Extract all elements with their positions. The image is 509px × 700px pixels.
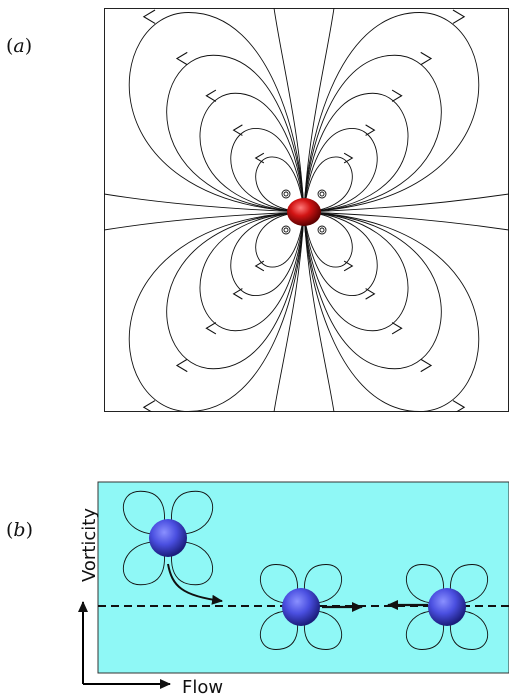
particle-2 bbox=[282, 588, 320, 626]
vortex-swirl bbox=[281, 189, 291, 199]
flow-petal bbox=[171, 490, 213, 535]
streamline-loop bbox=[199, 211, 305, 332]
x-axis-label: Flow bbox=[182, 677, 223, 698]
flow-chevron bbox=[142, 400, 156, 412]
flow-chevron bbox=[205, 89, 217, 102]
vortex-swirl bbox=[319, 227, 325, 233]
flow-chevron bbox=[452, 400, 466, 412]
streamline-loop bbox=[303, 156, 353, 213]
streamline-loop bbox=[166, 54, 305, 213]
channel-background bbox=[97, 481, 509, 674]
flow-chevron bbox=[254, 260, 265, 272]
flow-petal bbox=[304, 564, 342, 604]
flow-chevron bbox=[142, 9, 156, 24]
flow-chevron bbox=[365, 288, 376, 300]
streamline-loop bbox=[230, 127, 305, 213]
flow-petal bbox=[123, 541, 164, 586]
vortex-swirl bbox=[281, 225, 291, 235]
flow-petal bbox=[260, 564, 297, 604]
streamline-diagram bbox=[104, 8, 509, 412]
flow-chevron bbox=[420, 358, 433, 373]
flow-chevron bbox=[343, 152, 354, 164]
flow-chevron bbox=[452, 9, 466, 24]
radial-streamline bbox=[303, 211, 335, 412]
vortex-swirl bbox=[317, 189, 327, 199]
vortex-swirl bbox=[319, 191, 325, 197]
flow-petal bbox=[406, 610, 443, 650]
flow-chevron bbox=[232, 124, 243, 136]
streamline-loop bbox=[303, 211, 378, 297]
streamline-loop bbox=[303, 127, 378, 213]
radial-streamline bbox=[104, 193, 305, 213]
streamline-loop bbox=[255, 211, 305, 268]
streamline-loop bbox=[303, 54, 442, 213]
flow-chevron bbox=[343, 260, 354, 272]
panel-a-label: (a) bbox=[6, 35, 33, 57]
streamline-loop bbox=[255, 156, 305, 213]
radial-streamline bbox=[104, 211, 305, 231]
radial-streamline bbox=[303, 193, 509, 213]
streamline-loop bbox=[303, 211, 480, 412]
streamline-loop bbox=[230, 211, 305, 297]
radial-streamline bbox=[273, 211, 305, 412]
vortex-swirl bbox=[283, 191, 289, 197]
source-particle bbox=[287, 198, 321, 226]
y-axis-label: Vorticity bbox=[79, 508, 100, 582]
flow-chevron bbox=[391, 322, 403, 335]
flow-chevron bbox=[205, 322, 217, 335]
streamline-loop bbox=[303, 211, 409, 332]
flow-chevron bbox=[254, 152, 265, 164]
flow-petal bbox=[406, 564, 443, 604]
streamline-loop bbox=[128, 12, 305, 213]
flow-chevron bbox=[365, 124, 376, 136]
streamline-loop bbox=[303, 211, 442, 370]
flow-petal bbox=[171, 541, 213, 586]
channel-diagram: Vorticity Flow bbox=[78, 481, 509, 698]
streamline-loop bbox=[128, 211, 305, 412]
streamline-loop bbox=[303, 211, 353, 268]
panel-b-label: (b) bbox=[6, 519, 34, 541]
flow-petal bbox=[304, 610, 342, 650]
vortex-swirl bbox=[317, 225, 327, 235]
particle-3 bbox=[428, 588, 466, 626]
flow-chevron bbox=[175, 358, 188, 373]
flow-petal bbox=[450, 610, 488, 650]
streamline-loop bbox=[303, 92, 409, 213]
streamline-loop bbox=[303, 12, 480, 213]
vortex-swirl bbox=[283, 227, 289, 233]
particle-1 bbox=[149, 519, 187, 557]
flow-petal bbox=[123, 490, 164, 535]
flow-petal bbox=[450, 564, 488, 604]
flow-chevron bbox=[175, 51, 188, 66]
radial-streamline bbox=[303, 8, 335, 213]
flow-petal bbox=[260, 610, 297, 650]
flow-chevron bbox=[232, 288, 243, 300]
flow-chevron bbox=[391, 89, 403, 102]
streamline-loop bbox=[199, 92, 305, 213]
streamline-loop bbox=[166, 211, 305, 370]
flow-chevron bbox=[420, 51, 433, 66]
radial-streamline bbox=[303, 211, 509, 231]
radial-streamline bbox=[273, 8, 305, 213]
particle-1-motion-arrow bbox=[167, 563, 223, 605]
